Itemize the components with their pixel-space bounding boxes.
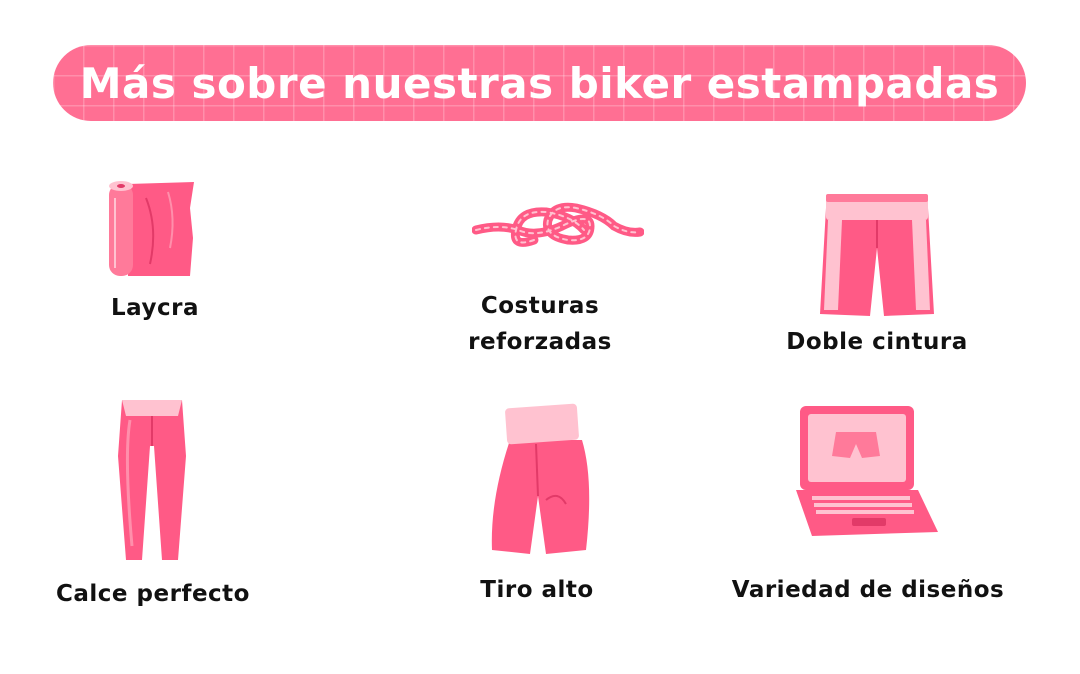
leggings-icon — [118, 400, 186, 560]
page-title: Más sobre nuestras biker estampadas — [79, 58, 1000, 108]
feature-label-line-2: reforzadas — [468, 329, 612, 355]
fabric-roll-icon — [109, 181, 194, 276]
feature-label: Calce perfecto — [56, 581, 250, 607]
feature-label: Laycra — [111, 295, 199, 321]
feature-label-line-1: Costuras — [480, 293, 600, 319]
feature-label: Variedad de diseños — [731, 577, 1005, 603]
laptop-design-icon — [796, 406, 938, 536]
feature-label: Doble cintura — [786, 329, 968, 355]
title-banner: Más sobre nuestras biker estampadas — [53, 45, 1026, 121]
high-waist-shorts-icon — [491, 403, 590, 554]
feature-label: Tiro alto — [480, 577, 594, 603]
knot-rope-icon — [472, 202, 644, 247]
double-waist-shorts-icon — [820, 194, 934, 316]
